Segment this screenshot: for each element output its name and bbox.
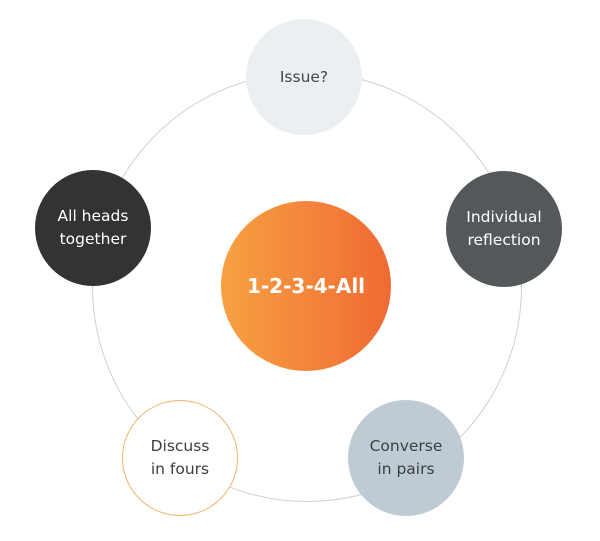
- step-all-heads-together: All heads together: [35, 170, 151, 286]
- center-title-circle: 1-2-3-4-All: [221, 201, 391, 371]
- step-converse-in-pairs: Converse in pairs: [348, 400, 464, 516]
- step-label: Individual reflection: [466, 208, 542, 249]
- step-individual-reflection: Individual reflection: [446, 171, 562, 287]
- step-issue: Issue?: [246, 19, 362, 135]
- center-title: 1-2-3-4-All: [246, 274, 366, 298]
- step-label: Issue?: [279, 67, 329, 86]
- step-label: Converse in pairs: [369, 437, 443, 478]
- step-discuss-in-fours: Discuss in fours: [122, 400, 238, 516]
- step-label: All heads together: [57, 207, 129, 248]
- step-label: Discuss in fours: [150, 437, 210, 478]
